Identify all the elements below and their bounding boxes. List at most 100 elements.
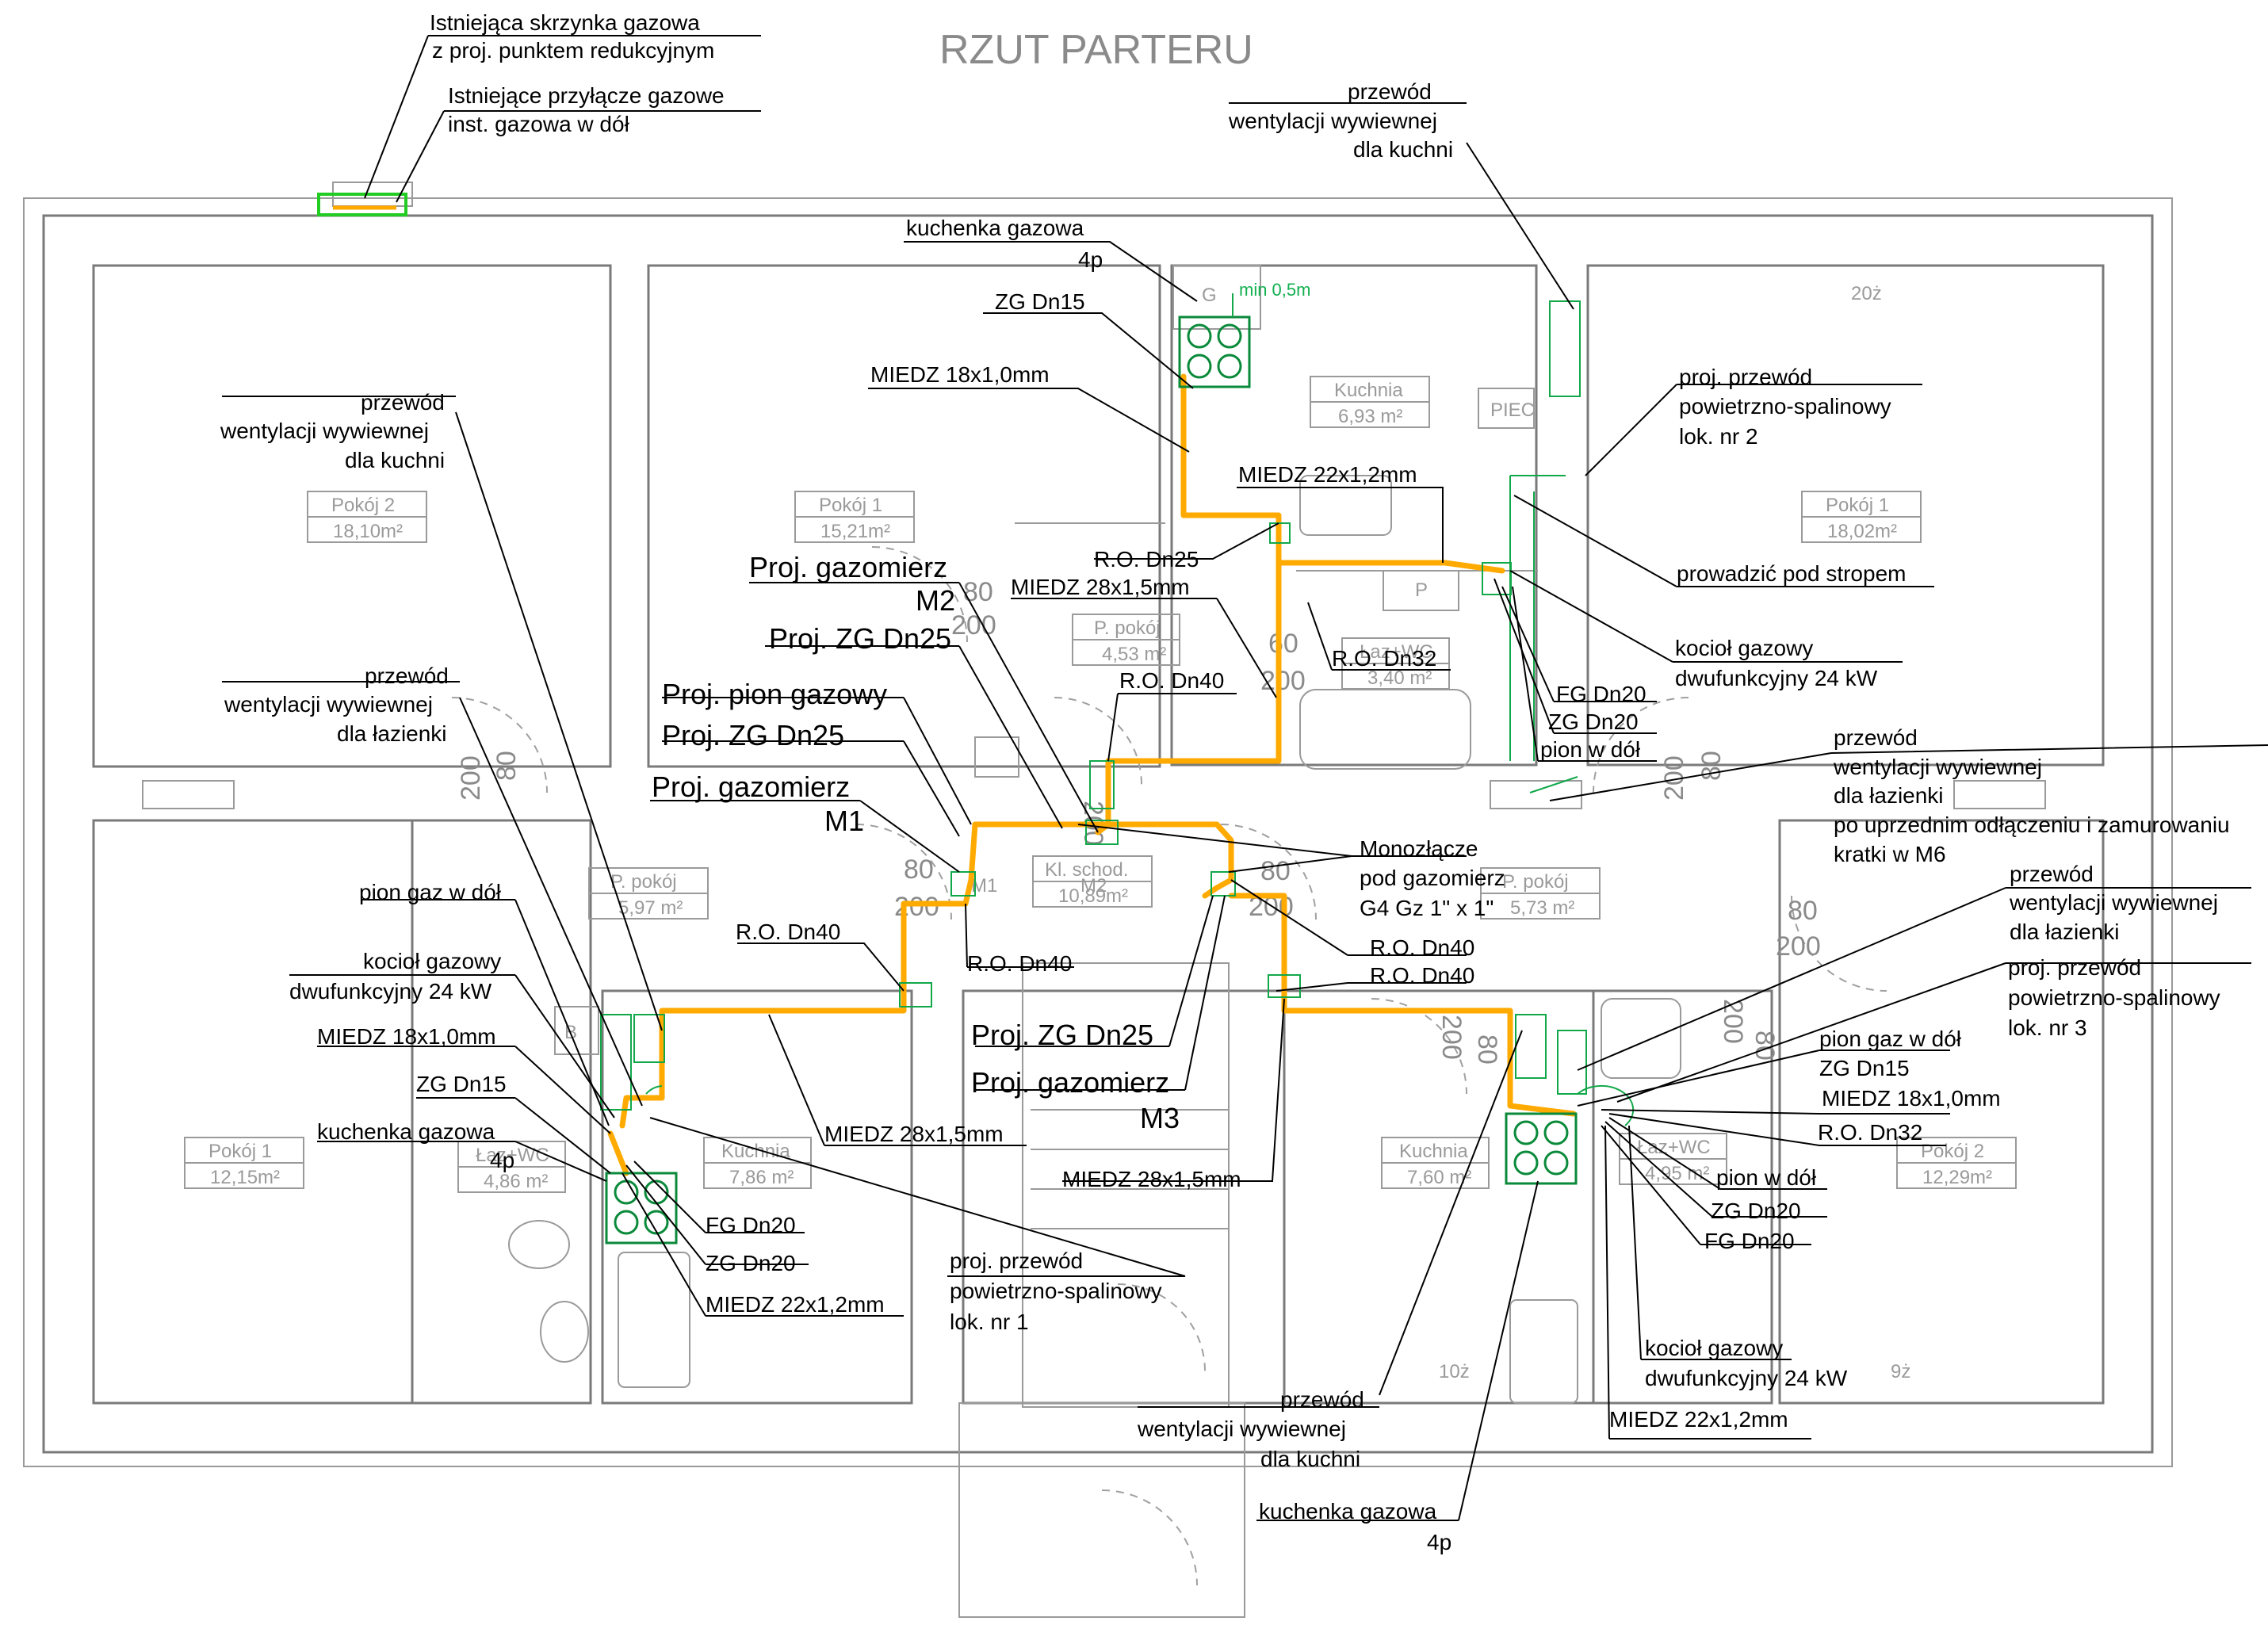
room-lazwc-bottom-left: Łaz+WC 4,86 m² [457,1141,566,1193]
label-wentlaz-left-3: dla łazienki [337,721,447,746]
svg-text:7,86 m²: 7,86 m² [729,1167,794,1188]
vent-kitchen-top-icon [1549,300,1581,397]
svg-text:18,10m²: 18,10m² [333,521,403,542]
svg-text:6,93 m²: 6,93 m² [1338,406,1402,427]
room-labels: Pokój 2 18,10m² Pokój 1 15,21m² Kuchnia … [184,376,2017,1193]
label-gazomierz-m1-1: Proj. gazomierz [652,770,850,803]
room-klatka-schodowa: Kl. schod. 10,89m² [1032,855,1153,908]
label-skrzynka-1: Istniejąca skrzynka gazowa [430,10,700,35]
label-prowadzic: prowadzić pod stropem [1677,561,1906,586]
shower-right [1601,998,1681,1079]
dim-80-d: 80 [1788,896,1818,926]
svg-text:12,29m²: 12,29m² [1922,1167,1992,1188]
label-miedz18-r: MIEDZ 18x1,0mm [1822,1086,2001,1111]
fixtures: PIEC P B G 20ż 10ż 9ż M2 M1 [142,265,2046,1404]
label-ro40-d: R.O. Dn40 [1370,963,1474,988]
label-zg25-b: Proj. ZG Dn25 [662,719,844,751]
label-pps1-2: powietrzno-spalinowy [950,1279,1162,1303]
label-wentlaz-r2-1: przewód [2010,862,2094,886]
vent-bath-left-icon [600,1014,632,1111]
bathtub [1299,689,1471,770]
sink-left [618,1252,690,1388]
label-skrzynka-2: z proj. punktem redukcyjnym [432,38,714,63]
label-wentkuch-left-3: dla kuchni [345,448,445,472]
gas-box-marker [317,193,407,216]
svg-text:4,53 m²: 4,53 m² [1102,644,1166,665]
svg-text:Kuchnia: Kuchnia [1334,380,1403,401]
dim-80-c: 80 [1260,856,1291,886]
label-gazomierz-m3-2: M3 [1140,1102,1180,1134]
label-miedz22-l: MIEDZ 22x1,2mm [706,1292,885,1317]
r10z-mark: 10ż [1439,1361,1470,1382]
label-miedz18-top: MIEDZ 18x1,0mm [870,362,1050,387]
label-wentkuch-top-1: przewód [1348,79,1432,104]
room-kuchnia-top: Kuchnia 6,93 m² [1310,376,1430,428]
label-went-laz-r-3: dla łazienki [1834,783,1944,808]
vent-kitchen-left-icon [633,1014,665,1063]
label-wentlaz-r2-2: wentylacji wywiewnej [2009,890,2218,915]
svg-text:3,40 m²: 3,40 m² [1367,667,1432,689]
svg-text:Pokój 1: Pokój 1 [819,495,882,516]
room-kuchnia-bottom-right: Kuchnia 7,60 m² [1381,1137,1490,1189]
label-monozl-3: G4 Gz 1" x 1" [1360,896,1494,920]
r9z-mark: 9ż [1891,1361,1910,1382]
min-clearance-mark: min 0,5m [1239,280,1310,300]
label-pps3-2: powietrzno-spalinowy [2008,985,2220,1010]
label-przylacze-1: Istniejące przyłącze gazowe [448,83,725,108]
toilet-left [508,1220,570,1269]
label-zg25-c: Proj. ZG Dn25 [971,1019,1153,1051]
label-miedz28-bottom: MIEDZ 28x1,5mm [1062,1167,1241,1191]
room-kuchnia-bottom-left: Kuchnia 7,86 m² [703,1137,812,1189]
vent-kitchen-right-icon [1515,1014,1547,1079]
label-ro40-c: R.O. Dn40 [1370,935,1474,960]
dim-80-e: 80 [1696,751,1727,781]
dim-200-j: 200 [1718,999,1748,1044]
room-lazwc-top: Łaz+WC 3,40 m² [1341,637,1450,690]
label-kociol-top-2: dwufunkcyjny 24 kW [1675,666,1878,690]
label-pion-gaz-dol: pion gaz w dół [359,880,502,904]
meter-m3-icon [1210,871,1236,897]
label-przylacze-2: inst. gazowa w dół [448,112,630,136]
stove-bottom-right-icon [1505,1112,1578,1185]
svg-text:Łaz+WC: Łaz+WC [1360,641,1433,663]
outer-walls [23,182,2173,1467]
label-kuchenka-top-2: 4p [1078,247,1103,272]
sink-right [1509,1299,1578,1404]
svg-text:12,15m²: 12,15m² [210,1167,280,1188]
label-kociol-top-1: kocioł gazowy [1675,636,1813,660]
g-mark: G [1202,285,1217,306]
meter-m2-icon [1085,820,1119,845]
room-pokoj1-right: Pokój 1 18,02m² [1801,491,1922,543]
room-ppokoj-top: P. pokój 4,53 m² [1072,614,1180,666]
label-wentlaz-left-1: przewód [365,663,449,688]
svg-text:10,89m²: 10,89m² [1058,885,1128,907]
label-pps1-3: lok. nr 1 [950,1310,1029,1334]
label-wentkuch-top-3: dla kuchni [1353,137,1453,162]
svg-text:5,97 m²: 5,97 m² [618,897,683,919]
svg-text:Kl. schod.: Kl. schod. [1045,859,1128,881]
svg-text:Pokój 1: Pokój 1 [1826,495,1889,516]
stove-top-icon [1178,315,1251,388]
label-kuchenka-b-1: kuchenka gazowa [1259,1499,1437,1524]
label-wentkuch-b-3: dla kuchni [1260,1447,1360,1471]
label-pion-r: pion w dół [1716,1165,1817,1190]
label-fg20-l: FG Dn20 [706,1213,796,1237]
label-ro40-a: R.O. Dn40 [736,920,840,944]
dim-200-i: 200 [1436,1015,1467,1060]
room-pokoj1-top: Pokój 1 15,21m² [794,491,915,543]
dim-80-f: 80 [491,751,522,781]
label-went-laz-r-2: wentylacji wywiewnej [1833,755,2042,779]
annotation-labels: Istniejąca skrzynka gazowa z proj. punkt… [220,10,2230,1554]
svg-text:Łaz+WC: Łaz+WC [1637,1137,1711,1158]
dim-80-b: 80 [904,855,934,885]
label-went-laz-r-5: kratki w M6 [1834,842,1946,866]
svg-text:15,21m²: 15,21m² [820,521,890,542]
label-kociol-r-1: kocioł gazowy [1645,1336,1783,1360]
label-kociol-l-1: kocioł gazowy [363,949,501,973]
piec-box [1478,388,1535,429]
label-miedz28-mid: MIEDZ 28x1,5mm [824,1122,1004,1146]
label-gazomierz-m2-2: M2 [916,584,955,617]
dim-200-b: 200 [1260,666,1306,696]
label-gazomierz-m1-2: M1 [824,805,864,837]
svg-text:Kuchnia: Kuchnia [721,1141,790,1162]
